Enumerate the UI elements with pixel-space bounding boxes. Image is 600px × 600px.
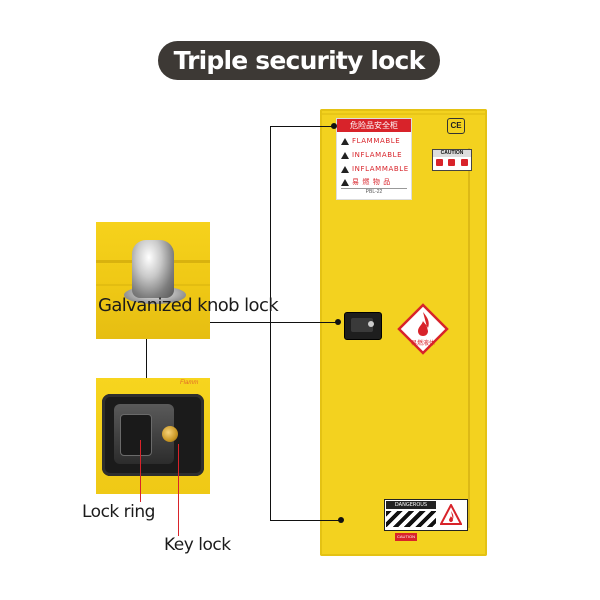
dangerous-goods-title: DANGEROUS GOODS <box>386 501 436 516</box>
knob-lock-photo <box>96 222 210 339</box>
cabinet-top-edge <box>322 113 485 115</box>
ce-mark-icon: CE <box>447 118 465 134</box>
key-lock-photo: Flamm <box>96 378 210 494</box>
warning-triangle-icon <box>341 137 349 145</box>
callout-line <box>270 126 335 127</box>
warning-row-text: 易 燃 物 品 <box>352 178 391 186</box>
title-banner: Triple security lock <box>158 41 440 80</box>
warning-row-text: INFLAMABLE <box>352 151 403 159</box>
dangerous-goods-label: DANGEROUS GOODS <box>384 499 468 531</box>
warning-label-header: 危险品安全柜 <box>337 119 411 132</box>
title-text: Triple security lock <box>173 46 426 75</box>
cabinet-lock <box>344 312 382 340</box>
small-caution-label: CAUTION <box>395 533 417 541</box>
warning-row-text: FLAMMABLE <box>352 137 401 145</box>
galvanized-knob <box>132 240 174 298</box>
caution-strip-title: CAUTION <box>433 150 471 157</box>
flame-triangle-icon <box>440 504 462 525</box>
warning-label-row: FLAMMABLE <box>341 135 409 147</box>
lock-ring <box>120 414 152 456</box>
warning-label-row: INFLAMMABLE <box>341 163 409 175</box>
caution-strip-label: CAUTION <box>432 149 472 171</box>
flammable-diamond-icon: 易燃液体 <box>397 303 449 355</box>
lock-ring-caption: Lock ring <box>82 502 155 522</box>
inset-connector-line <box>146 339 147 378</box>
warning-triangle-icon <box>341 165 349 173</box>
hazard-icon <box>461 159 469 166</box>
key-cylinder-icon <box>368 321 374 327</box>
cabinet-door-seam <box>468 148 470 528</box>
warning-label-row: 易 燃 物 品 <box>341 176 409 188</box>
callout-line <box>270 520 342 521</box>
warning-label-row: INFLAMABLE <box>341 149 409 161</box>
warning-label-footer: PBL-22 <box>341 188 407 196</box>
photo-label-fragment: Flamm <box>180 380 199 386</box>
lock-ring-pointer <box>140 440 141 502</box>
hazard-stripes <box>386 511 436 527</box>
cabinet-warning-label: 危险品安全柜 FLAMMABLE INFLAMABLE INFLAMMABLE … <box>336 118 412 200</box>
warning-triangle-icon <box>341 151 349 159</box>
key-cylinder <box>162 426 178 442</box>
callout-bracket <box>270 126 271 521</box>
callout-dot <box>331 123 337 129</box>
callout-line <box>210 322 337 323</box>
lock-handle <box>351 318 373 332</box>
key-lock-caption: Key lock <box>164 535 231 555</box>
callout-dot <box>335 319 341 325</box>
diamond-caption: 易燃液体 <box>411 339 435 347</box>
key-lock-pointer <box>178 444 179 536</box>
warning-triangle-icon <box>341 178 349 186</box>
knob-lock-caption: Galvanized knob lock <box>98 295 279 316</box>
warning-row-text: INFLAMMABLE <box>352 165 409 173</box>
caution-strip-icons <box>433 157 471 166</box>
hazard-icon <box>448 159 456 166</box>
callout-dot <box>338 517 344 523</box>
hazard-icon <box>435 159 443 166</box>
